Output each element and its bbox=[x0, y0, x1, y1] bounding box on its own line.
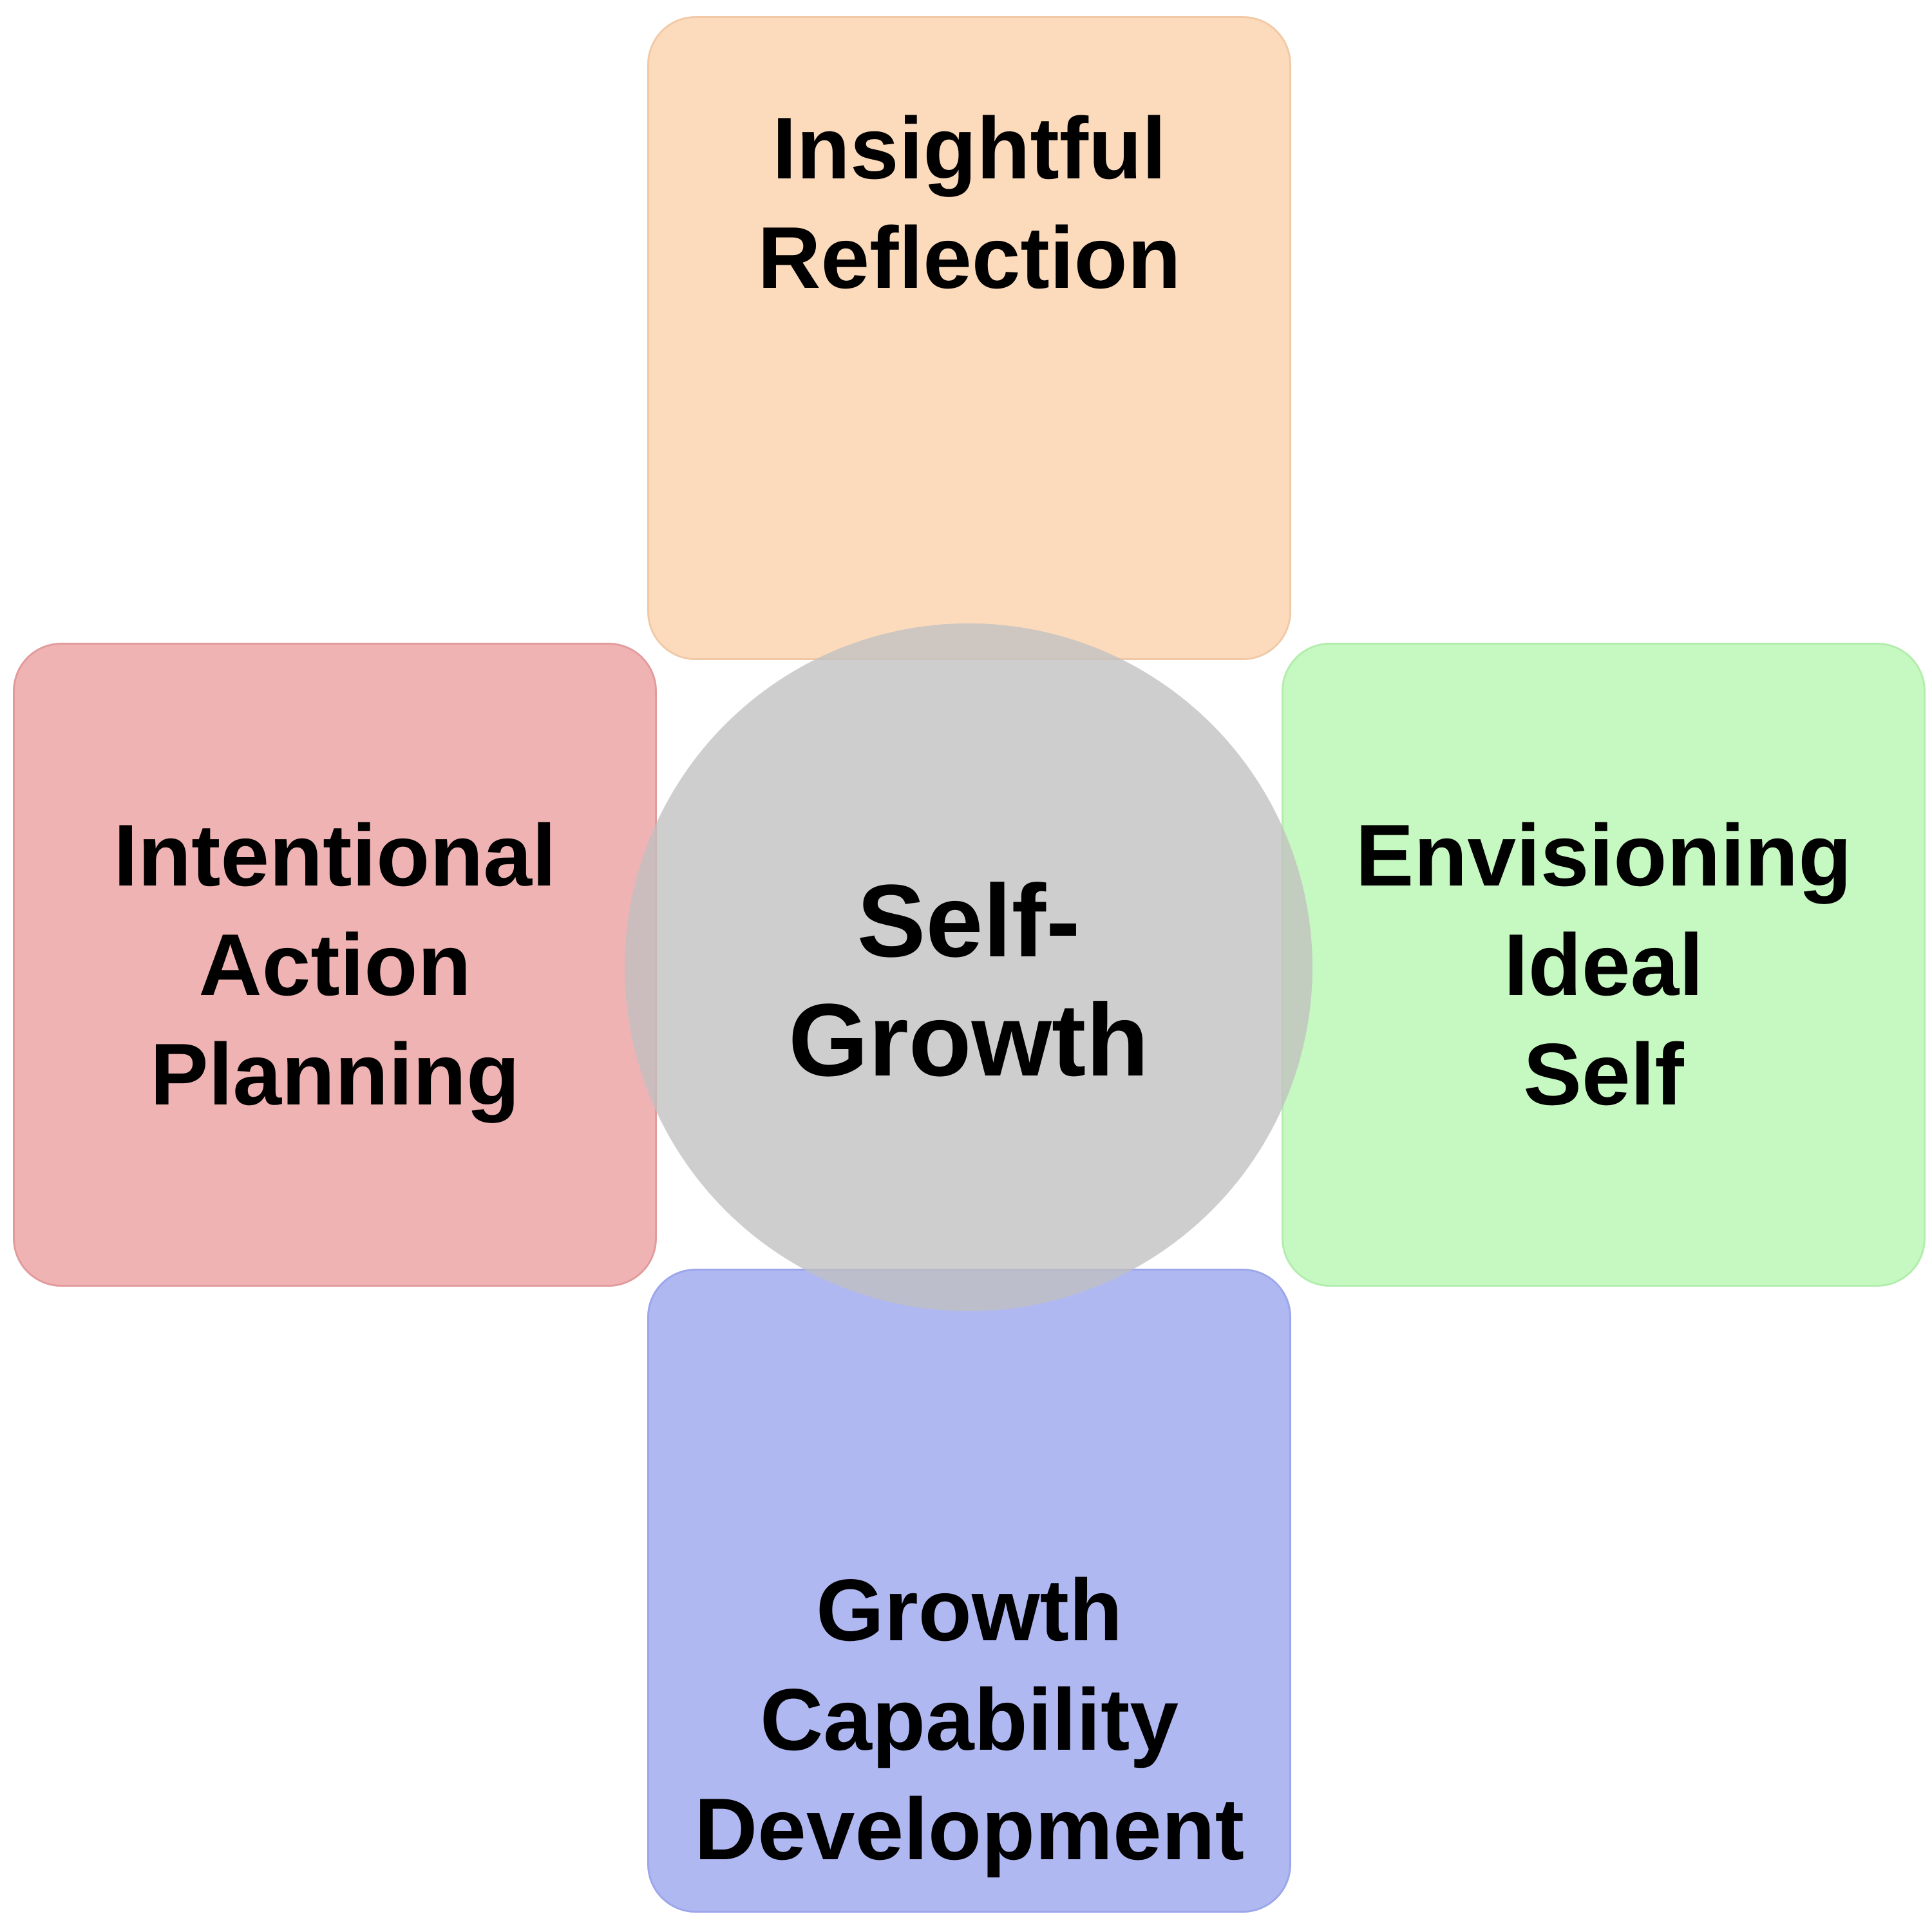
intentional-action-planning-box: Intentional Action Planning bbox=[13, 643, 657, 1287]
self-growth-label: Self- Growth bbox=[788, 863, 1149, 1097]
intentional-action-planning-label: Intentional Action Planning bbox=[113, 806, 556, 1123]
envisioning-ideal-self-box: Envisioning Ideal Self bbox=[1282, 643, 1926, 1287]
self-growth-circle: Self- Growth bbox=[625, 623, 1312, 1311]
envisioning-ideal-self-label: Envisioning Ideal Self bbox=[1355, 806, 1852, 1123]
insightful-reflection-label: Insightful Reflection bbox=[757, 99, 1181, 307]
growth-capability-development-box: Growth Capability Development bbox=[647, 1269, 1291, 1913]
growth-capability-development-label: Growth Capability Development bbox=[694, 1561, 1244, 1878]
insightful-reflection-box: Insightful Reflection bbox=[647, 16, 1291, 660]
